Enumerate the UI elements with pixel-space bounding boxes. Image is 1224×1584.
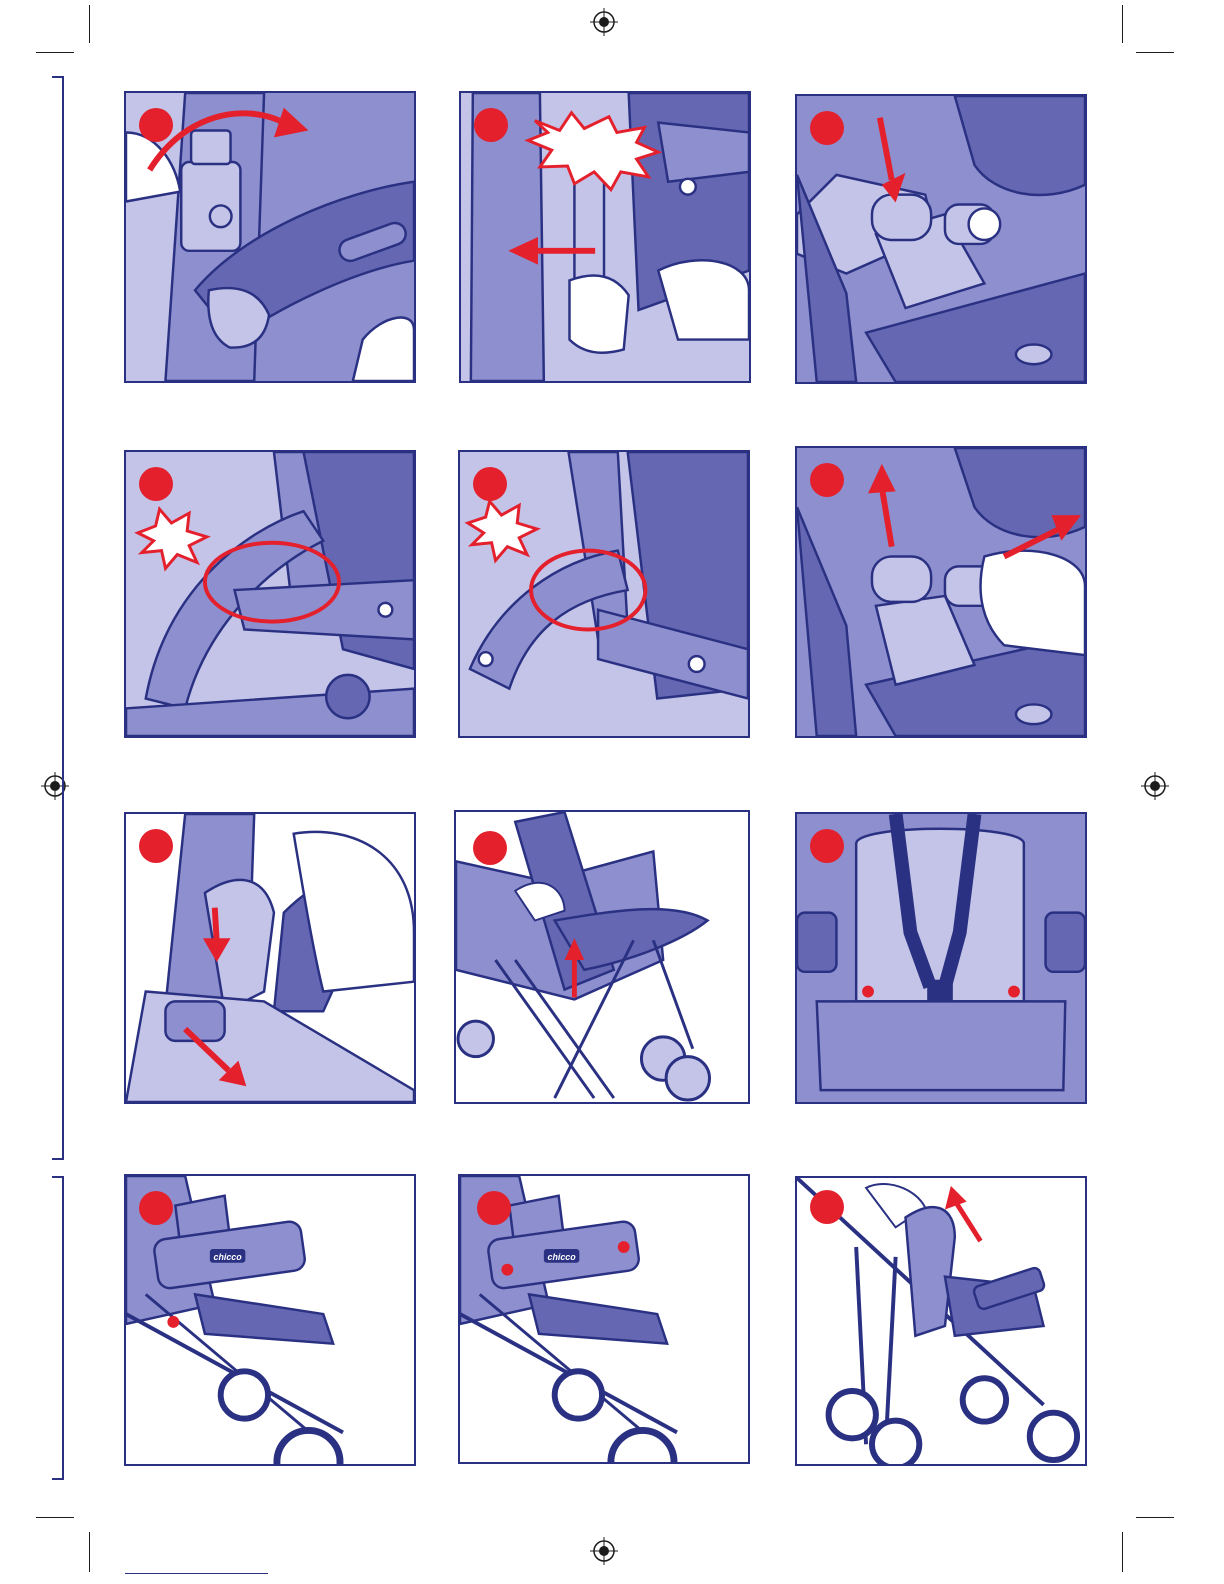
- crop-mark: [1122, 1532, 1123, 1572]
- side-fold-line: [62, 76, 64, 1160]
- side-fold-line: [52, 1176, 64, 1178]
- step-marker: [810, 111, 844, 145]
- buckle-illustration: [126, 93, 414, 381]
- insert-illustration: [797, 96, 1085, 382]
- step-marker: [810, 1190, 844, 1224]
- release-illustration: [461, 93, 749, 381]
- crop-mark: [36, 1517, 74, 1518]
- step-marker: [139, 108, 173, 142]
- figure-panel-4: [124, 450, 416, 738]
- press-slide-illustration: [126, 814, 414, 1102]
- figure-panel-3: [795, 94, 1087, 384]
- registration-mark-icon: [41, 772, 69, 800]
- crop-mark: [36, 52, 74, 53]
- step-marker: [810, 829, 844, 863]
- figure-panel-11: chicco: [458, 1174, 750, 1464]
- side-fold-line: [62, 1176, 64, 1480]
- figure-panel-2: [459, 91, 751, 383]
- lift-pull-illustration: [797, 448, 1085, 736]
- figure-panel-10: chicco: [124, 1174, 416, 1466]
- step-marker: [477, 1191, 511, 1225]
- brand-logo: chicco: [548, 1252, 577, 1262]
- step-marker: [473, 831, 507, 865]
- figure-panel-5: [458, 450, 750, 738]
- registration-mark-icon: [590, 8, 618, 36]
- step-marker: [810, 463, 844, 497]
- figure-panel-6: [795, 446, 1087, 738]
- side-fold-line: [52, 1478, 64, 1480]
- bumper-bar-illustration: chicco: [126, 1176, 414, 1464]
- crop-mark: [1136, 52, 1174, 53]
- footer-rule: [125, 1573, 268, 1574]
- side-fold-line: [52, 1158, 64, 1160]
- step-marker: [139, 467, 173, 501]
- step-marker: [139, 829, 173, 863]
- crop-mark: [89, 5, 90, 43]
- crop-mark: [1136, 1517, 1174, 1518]
- crop-mark: [1122, 5, 1123, 43]
- figure-panel-9: [795, 812, 1087, 1104]
- step-marker: [474, 108, 508, 142]
- fold-illustration: [797, 1178, 1085, 1464]
- harness-illustration: [797, 814, 1085, 1102]
- registration-mark-icon: [1141, 772, 1169, 800]
- figure-panel-8: [454, 810, 750, 1104]
- figure-panel-7: [124, 812, 416, 1104]
- side-fold-line: [52, 76, 64, 78]
- brand-logo: chicco: [214, 1252, 243, 1262]
- step-marker: [139, 1191, 173, 1225]
- registration-mark-icon: [590, 1537, 618, 1565]
- crop-mark: [89, 1532, 90, 1572]
- figure-panel-12: [795, 1176, 1087, 1466]
- step-marker: [473, 467, 507, 501]
- figure-panel-1: [124, 91, 416, 383]
